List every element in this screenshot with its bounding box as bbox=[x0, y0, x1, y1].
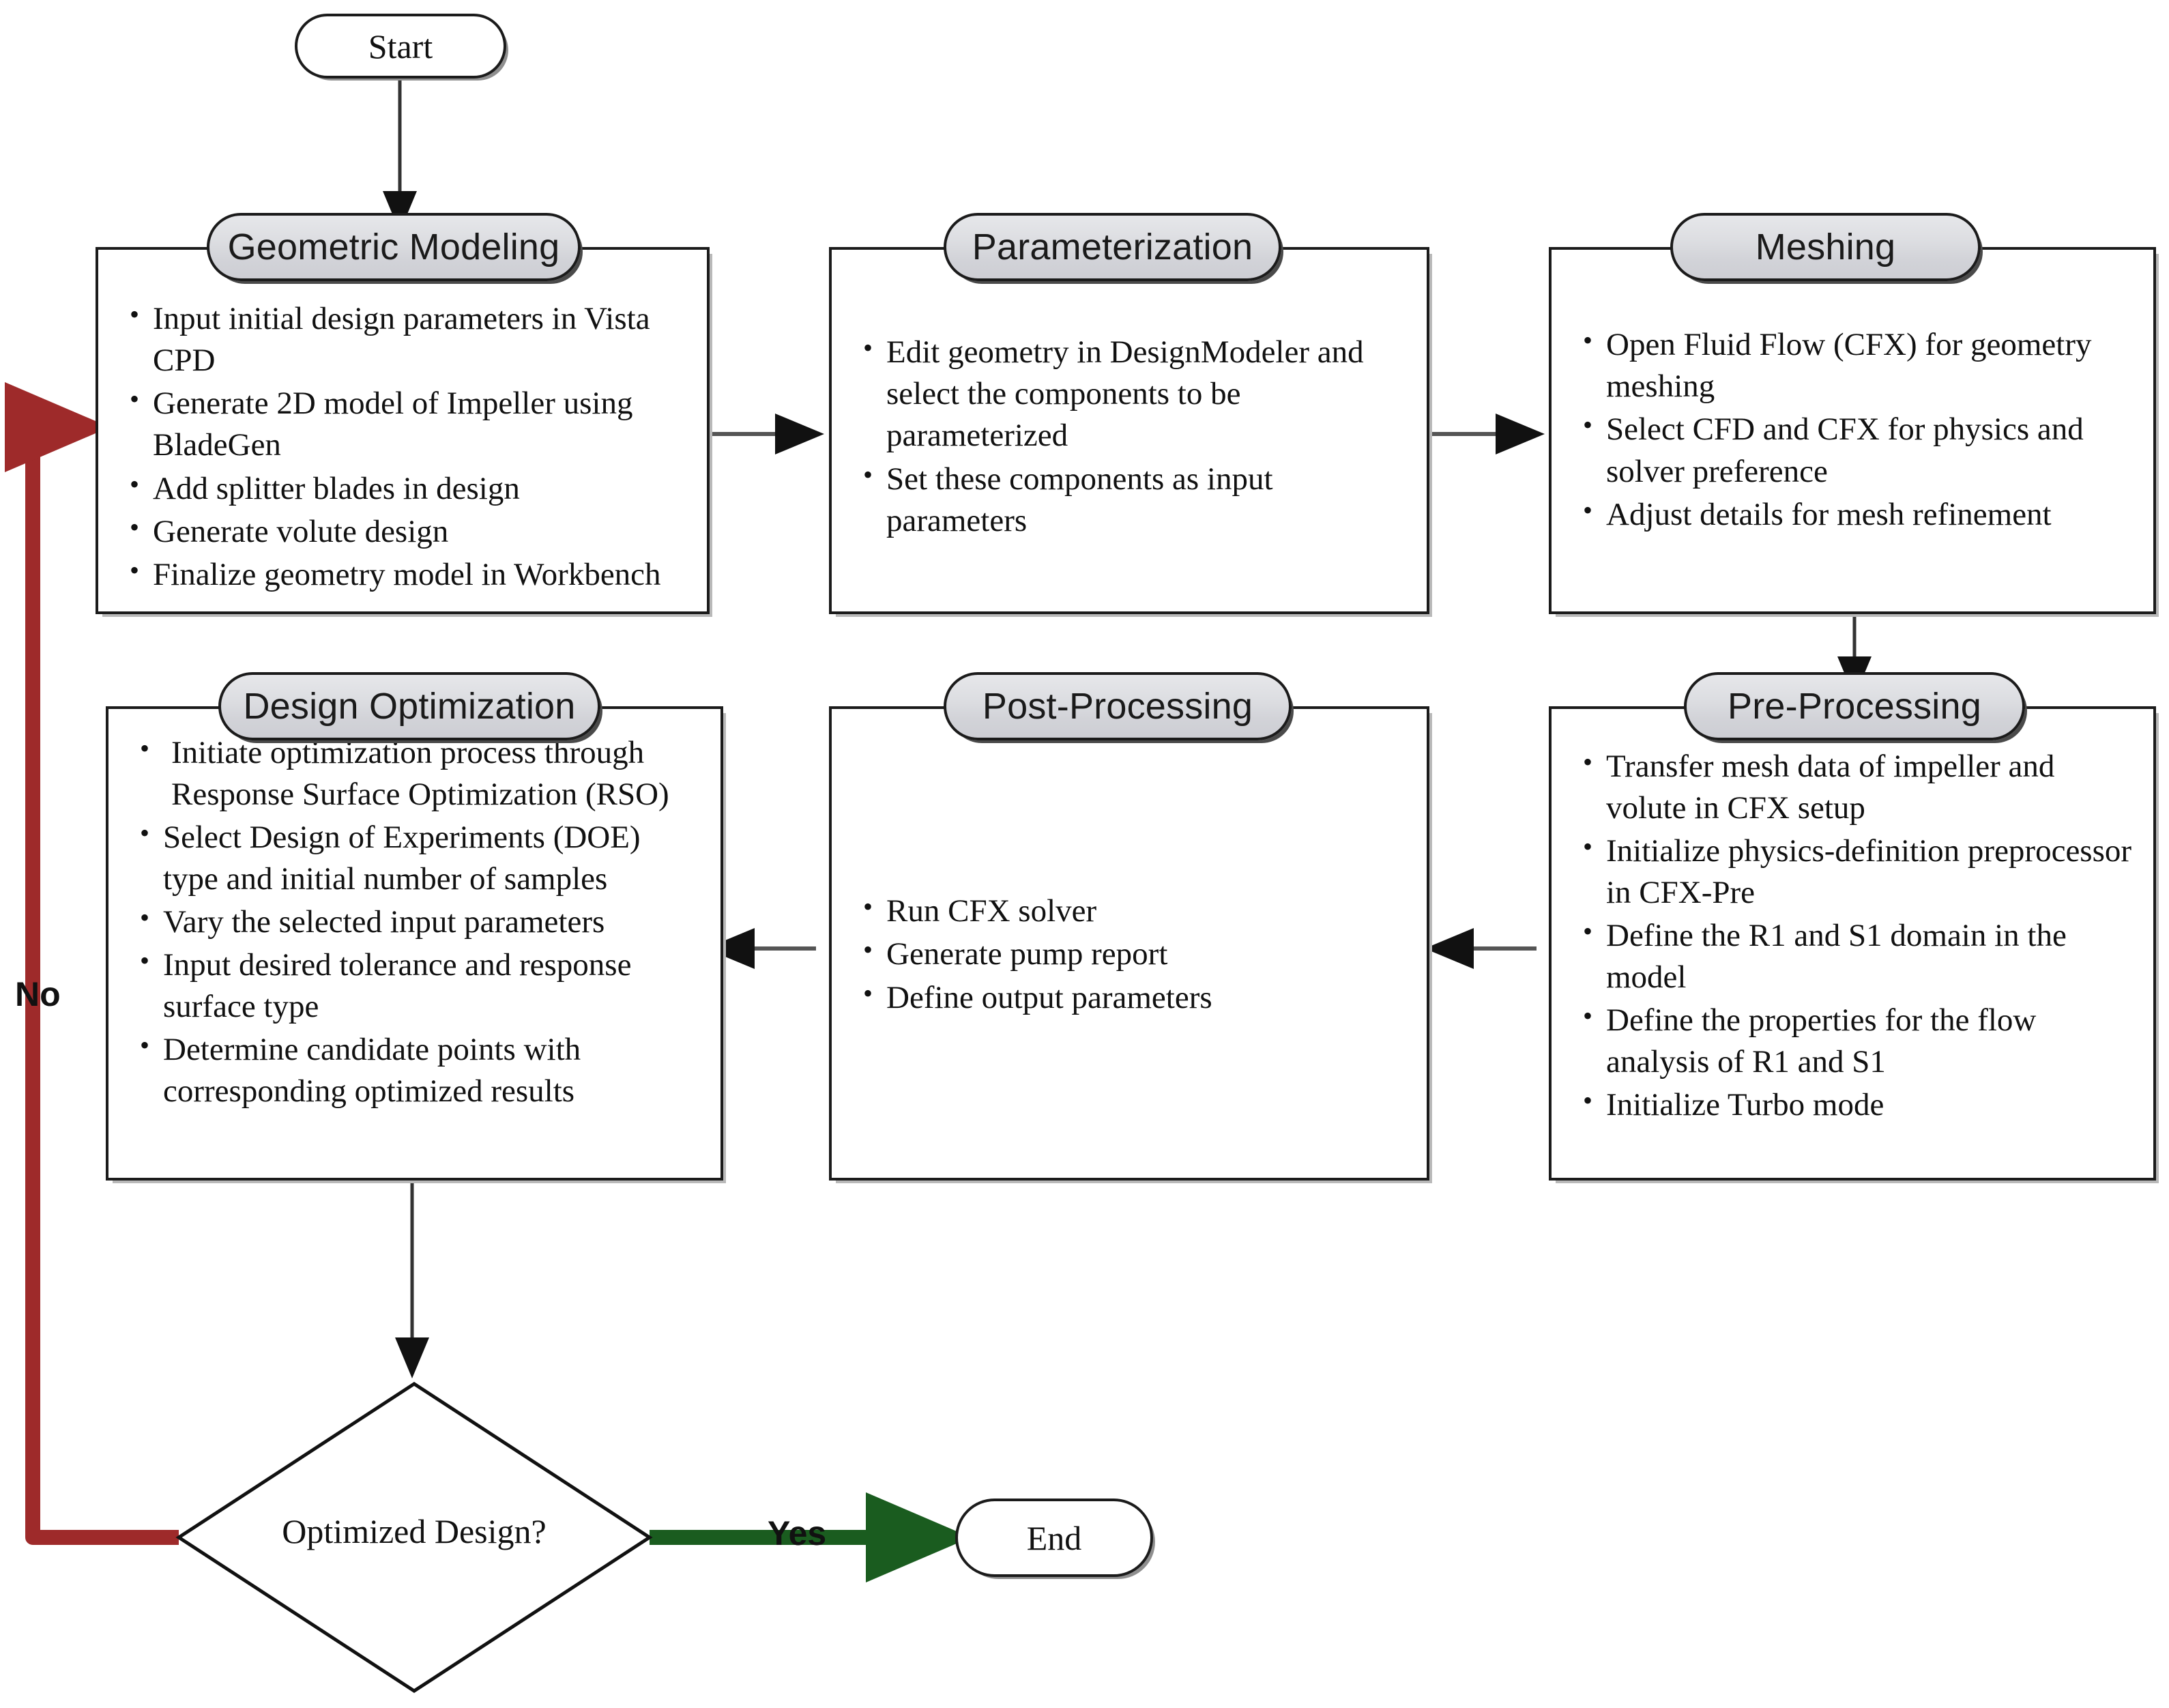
list-item: Finalize geometry model in Workbench bbox=[130, 553, 689, 596]
bullet-list-pre-processing: Transfer mesh data of impeller and volut… bbox=[1552, 744, 2153, 1128]
step-box-post-processing[interactable]: Run CFX solver Generate pump report Defi… bbox=[829, 706, 1429, 1181]
list-item: Input desired tolerance and response sur… bbox=[140, 943, 703, 1028]
start-node[interactable]: Start bbox=[295, 14, 506, 78]
step-title-label: Geometric Modeling bbox=[227, 227, 560, 267]
step-title-label: Design Optimization bbox=[243, 686, 576, 727]
step-title-label: Pre-Processing bbox=[1728, 686, 1981, 727]
list-item: Define the R1 and S1 domain in the model bbox=[1583, 914, 2136, 998]
list-item: Define the properties for the flow analy… bbox=[1583, 998, 2136, 1083]
end-node-label: End bbox=[1026, 1518, 1082, 1557]
step-title-pill-parameterization[interactable]: Parameterization bbox=[944, 213, 1281, 281]
end-node[interactable]: End bbox=[955, 1499, 1153, 1577]
list-item: Select CFD and CFX for physics and solve… bbox=[1583, 407, 2136, 492]
bullet-list-design-optimization: Initiate optimization process through Re… bbox=[108, 731, 720, 1114]
list-item: Initialize Turbo mode bbox=[1583, 1083, 2136, 1126]
step-title-label: Post-Processing bbox=[982, 686, 1253, 727]
edge-label-no: No bbox=[15, 975, 61, 1013]
list-item: Transfer mesh data of impeller and volut… bbox=[1583, 744, 2136, 829]
step-box-pre-processing[interactable]: Transfer mesh data of impeller and volut… bbox=[1549, 706, 2156, 1181]
step-box-meshing[interactable]: Open Fluid Flow (CFX) for geometry meshi… bbox=[1549, 247, 2156, 614]
list-item: Select Design of Experiments (DOE) type … bbox=[140, 815, 703, 900]
step-title-label: Meshing bbox=[1755, 227, 1896, 267]
list-item: Generate volute design bbox=[130, 510, 689, 553]
step-title-pill-pre-processing[interactable]: Pre-Processing bbox=[1684, 672, 2025, 740]
list-item: Define output parameters bbox=[863, 976, 1409, 1019]
list-item: Generate 2D model of Impeller using Blad… bbox=[130, 381, 689, 466]
list-item: Vary the selected input parameters bbox=[140, 900, 703, 943]
list-item: Initialize physics-definition preprocess… bbox=[1583, 829, 2136, 914]
bullet-list-geometric-modeling: Input initial design parameters in Vista… bbox=[98, 297, 707, 597]
step-box-design-optimization[interactable]: Initiate optimization process through Re… bbox=[106, 706, 723, 1181]
list-item: Add splitter blades in design bbox=[130, 467, 689, 510]
step-body-parameterization: Edit geometry in DesignModeler and selec… bbox=[832, 304, 1427, 570]
edge-no-branch bbox=[5, 382, 179, 1545]
step-body-meshing: Open Fluid Flow (CFX) for geometry meshi… bbox=[1552, 298, 2153, 564]
step-body-geometric-modeling: Input initial design parameters in Vista… bbox=[98, 291, 707, 605]
list-item: Open Fluid Flow (CFX) for geometry meshi… bbox=[1583, 323, 2136, 407]
step-body-post-processing: Run CFX solver Generate pump report Defi… bbox=[832, 856, 1427, 1055]
bullet-list-parameterization: Edit geometry in DesignModeler and selec… bbox=[832, 330, 1427, 542]
list-item: Run CFX solver bbox=[863, 889, 1409, 932]
start-node-label: Start bbox=[368, 27, 433, 66]
step-title-label: Parameterization bbox=[972, 227, 1253, 267]
list-item: Input initial design parameters in Vista… bbox=[130, 297, 689, 381]
step-title-pill-design-optimization[interactable]: Design Optimization bbox=[218, 672, 600, 740]
list-item: Set these components as input parameters bbox=[863, 457, 1409, 542]
bullet-list-meshing: Open Fluid Flow (CFX) for geometry meshi… bbox=[1552, 323, 2153, 536]
list-item: Adjust details for mesh refinement bbox=[1583, 493, 2136, 536]
step-title-pill-meshing[interactable]: Meshing bbox=[1670, 213, 1981, 281]
step-box-parameterization[interactable]: Edit geometry in DesignModeler and selec… bbox=[829, 247, 1429, 614]
step-body-pre-processing: Transfer mesh data of impeller and volut… bbox=[1552, 744, 2153, 1123]
edge-label-yes: Yes bbox=[768, 1514, 827, 1552]
decision-node-label: Optimized Design? bbox=[282, 1512, 547, 1550]
list-item: Edit geometry in DesignModeler and selec… bbox=[863, 330, 1409, 457]
list-item: Generate pump report bbox=[863, 932, 1409, 975]
step-box-geometric-modeling[interactable]: Input initial design parameters in Vista… bbox=[96, 247, 710, 614]
step-body-design-optimization: Initiate optimization process through Re… bbox=[108, 731, 720, 1110]
step-title-pill-geometric-modeling[interactable]: Geometric Modeling bbox=[207, 213, 581, 281]
list-item: Initiate optimization process through Re… bbox=[140, 731, 703, 815]
bullet-list-post-processing: Run CFX solver Generate pump report Defi… bbox=[832, 889, 1427, 1019]
list-item: Determine candidate points with correspo… bbox=[140, 1028, 703, 1112]
decision-diamond bbox=[175, 1382, 653, 1693]
step-title-pill-post-processing[interactable]: Post-Processing bbox=[944, 672, 1292, 740]
